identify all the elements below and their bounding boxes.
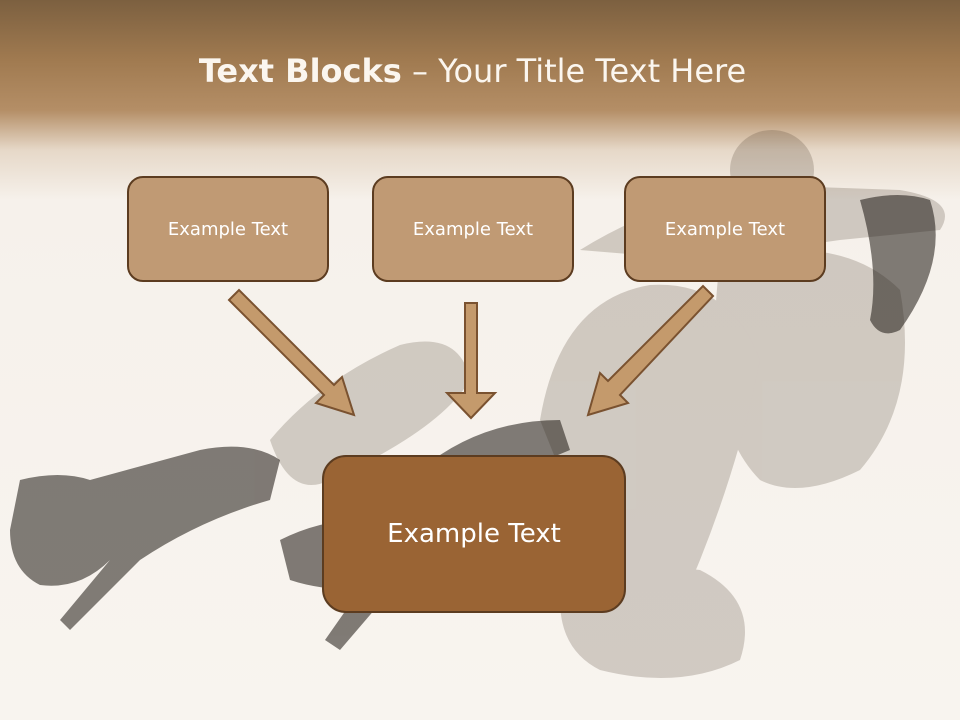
text-block-2[interactable]: Example Text [372,176,574,282]
text-block-3[interactable]: Example Text [624,176,826,282]
text-block-2-label: Example Text [412,218,534,240]
text-block-1[interactable]: Example Text [127,176,329,282]
arrow-down-icon [444,302,498,420]
arrow-down-left-icon [586,284,715,417]
arrow-down-right-icon [227,288,356,417]
text-block-3-label: Example Text [664,218,786,240]
main-text-block-label: Example Text [387,519,561,549]
text-block-1-label: Example Text [167,218,289,240]
slide-title: Text Blocks – Your Title Text Here [0,52,945,90]
title-bold: Text Blocks [198,52,402,90]
main-text-block[interactable]: Example Text [322,455,626,613]
title-rest: – Your Title Text Here [401,52,747,90]
